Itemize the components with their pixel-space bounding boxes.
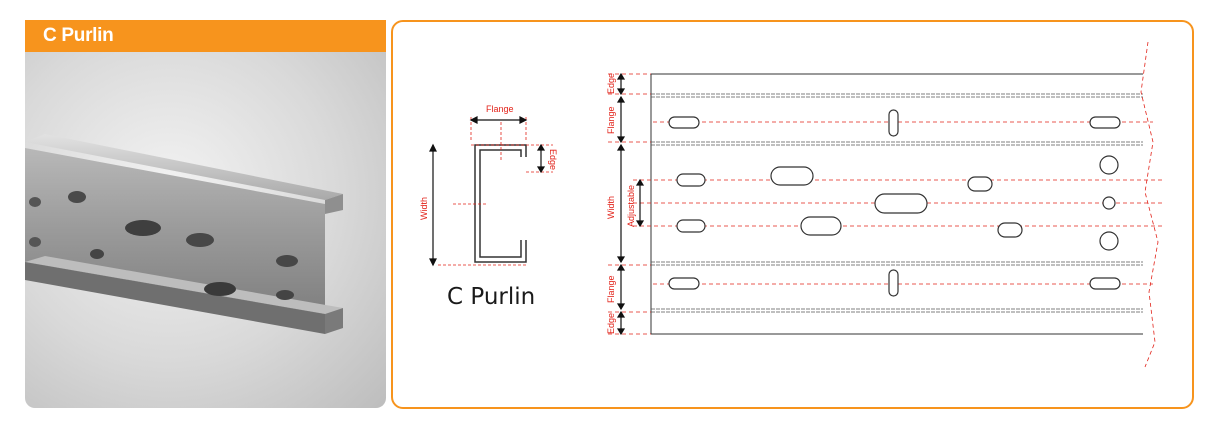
card-header: C Purlin [25,20,386,52]
purlin-strip-layout [608,41,1163,368]
technical-drawing [429,41,1163,368]
technical-drawing-card: Flange Edge Width Edge Flange Width Adju… [391,20,1194,409]
card-title: C Purlin [43,25,114,46]
strip-width-label: Width [606,195,616,219]
strip-edge-top-label: Edge [606,72,616,94]
strip-edge-bottom-label: Edge [606,312,616,334]
section-caption: C Purlin [447,284,536,310]
product-photo-card: C Purlin [25,20,386,408]
c-purlin-photo [25,134,343,334]
edge-label: Edge [548,149,558,171]
strip-flange-bottom-label: Flange [606,275,616,303]
c-section-profile [474,144,527,263]
width-label: Width [419,196,429,220]
strip-flange-top-label: Flange [606,106,616,134]
flange-label: Flange [486,104,514,114]
strip-adjustable-label: Adjustable [626,184,636,227]
